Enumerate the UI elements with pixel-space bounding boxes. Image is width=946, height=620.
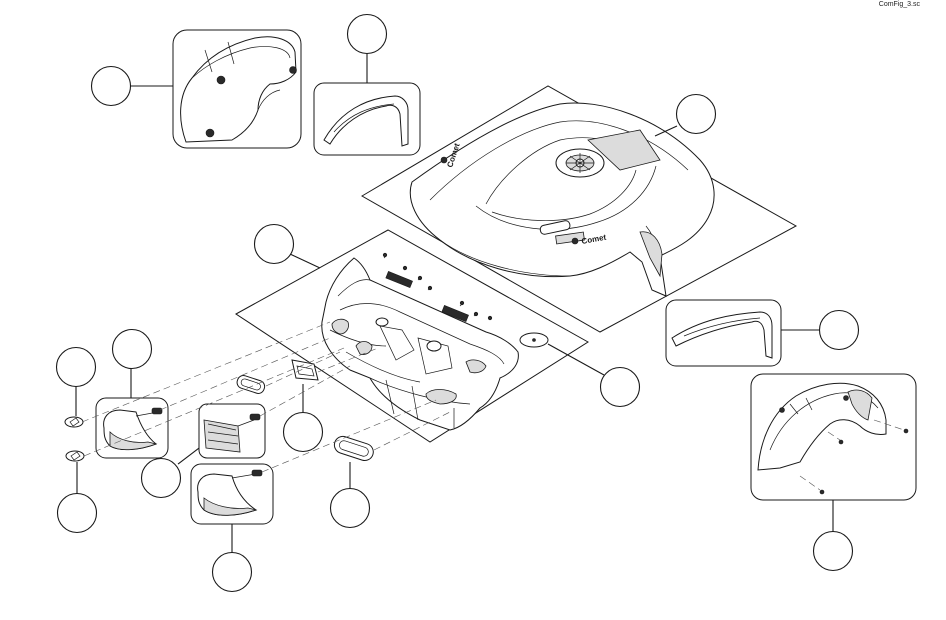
callout-rear-frame xyxy=(253,223,295,265)
callout-clip-bottom xyxy=(56,492,98,534)
brand-logo-rear: Comet xyxy=(581,233,607,246)
assembly-lines xyxy=(81,321,451,473)
right-wheel-arch-group xyxy=(750,373,917,572)
small-trim-part xyxy=(323,95,409,147)
lamp-left-group xyxy=(95,328,169,459)
side-trim-part xyxy=(671,311,773,359)
callout-lamp-left xyxy=(111,328,153,370)
small-trim-group xyxy=(313,13,421,156)
callout-small-trim xyxy=(346,13,388,55)
callout-grommet-small xyxy=(282,411,324,453)
callout-oval-grommet xyxy=(329,487,371,529)
top-body-cover-part: Comet Comet xyxy=(409,102,715,297)
callout-upper-left-cover xyxy=(90,65,132,107)
lamp-right-group xyxy=(190,463,274,593)
callout-lamp-right xyxy=(211,551,253,593)
lamp-right-part xyxy=(197,469,263,516)
callout-right-wheel-arch xyxy=(812,530,854,572)
callout-clip-top xyxy=(55,346,97,388)
file-label: ComFig_3.sc xyxy=(878,1,920,8)
oval-grommet-part xyxy=(333,435,374,462)
oval-grommet-group xyxy=(329,435,374,529)
rear-frame-group xyxy=(235,223,589,443)
callout-center-lamp xyxy=(140,457,182,499)
side-trim-group xyxy=(665,299,860,367)
top-cover-group: Comet Comet xyxy=(361,85,798,333)
small-grommet-part xyxy=(236,375,266,394)
lamp-left-part xyxy=(103,407,163,451)
center-lamp-group xyxy=(140,403,266,499)
clip-bottom-group xyxy=(56,450,98,534)
rear-frame-part xyxy=(321,252,519,431)
small-grommet-group xyxy=(236,359,324,453)
oval-plug-group xyxy=(519,332,641,408)
center-lamp-part xyxy=(203,413,261,453)
callout-top-body-cover xyxy=(675,93,717,135)
right-wheel-arch-part xyxy=(757,382,887,471)
callout-oval-plug xyxy=(599,366,641,408)
clip-top-part xyxy=(64,416,84,428)
callout-side-trim xyxy=(818,309,860,351)
upper-left-cover-part xyxy=(180,36,297,143)
upper-left-cover-group xyxy=(90,29,302,149)
clip-top-group xyxy=(55,346,97,428)
